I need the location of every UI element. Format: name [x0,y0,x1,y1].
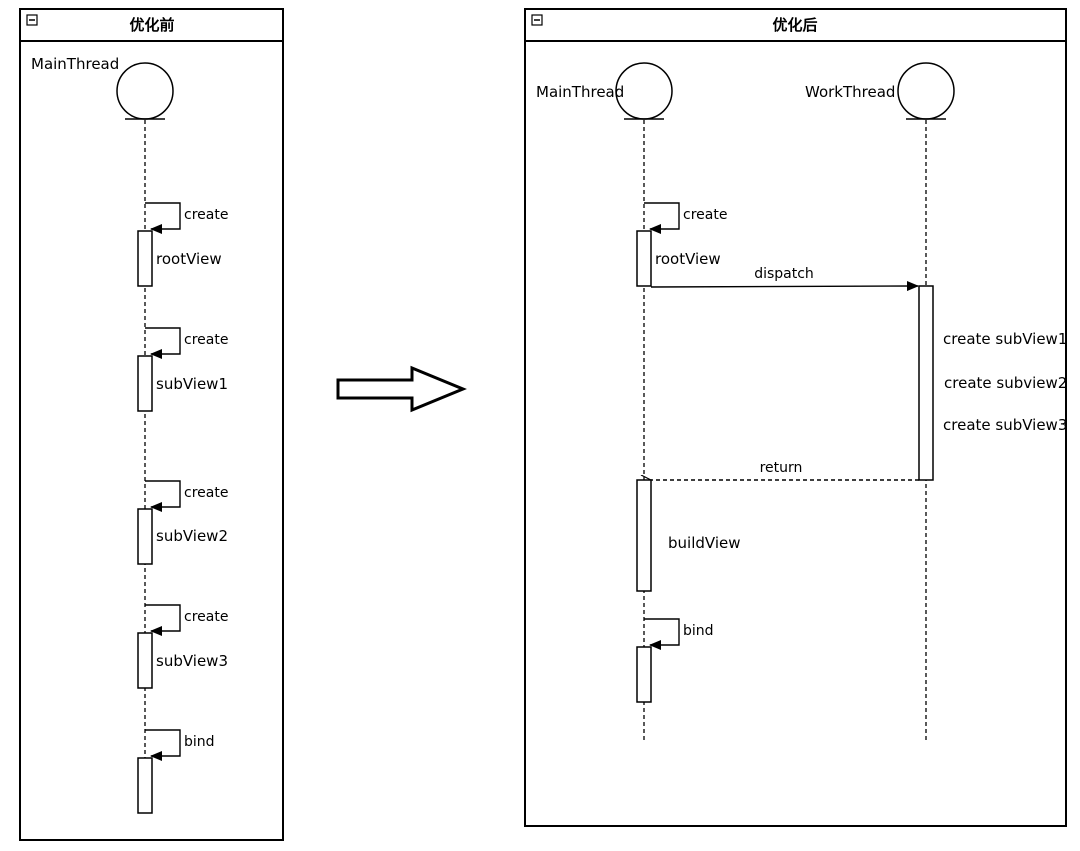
before-self-call-arrow [145,327,181,359]
before-activation-bar [137,508,153,565]
before-frame-border [19,8,284,841]
dispatch-label: dispatch [754,266,814,282]
before-activation-bar [137,355,153,412]
before-mainthread-circle-icon [116,62,174,120]
before-frame: 优化前 MainThread create rootView create su… [19,8,284,841]
workthread-activation-bar [918,285,934,481]
after-frame: 优化后 MainThread WorkThread create rootVie… [524,8,1067,827]
after-workthread-label: WorkThread [805,83,895,101]
after-workthread-circle-icon [897,62,955,120]
after-step-buildview: buildView [636,479,740,592]
bind-label: bind [683,623,714,639]
before-object-label: subView2 [156,527,228,545]
before-mainthread-label: MainThread [31,55,119,73]
after-workthread-activation: create subView1 create subview2 create s… [918,285,1067,481]
after-dispatch-message: dispatch [650,266,919,292]
before-object-label: subView3 [156,652,228,670]
before-step-subview2: create subView2 [137,480,228,565]
after-create-self-call-arrow [644,202,680,234]
before-step-bind: bind [137,729,215,814]
before-mainthread-lifeline: MainThread [31,55,174,812]
before-self-call-arrow [145,480,181,512]
after-step-rootview: create rootView [636,202,727,287]
after-rootview-label: rootView [655,250,721,268]
after-step-bind: bind [636,618,714,703]
before-message-label: bind [184,734,215,750]
before-message-label: create [184,332,228,348]
after-mainthread-lifeline: MainThread [536,62,673,740]
before-object-label: subView1 [156,375,228,393]
bind-self-call-arrow [644,618,680,650]
after-mainthread-label: MainThread [536,83,624,101]
before-step-rootview: create rootView [137,202,228,287]
return-label: return [760,460,803,476]
before-message-label: create [184,207,228,223]
buildview-activation-bar [636,479,652,592]
after-collapse-icon[interactable] [531,14,543,26]
before-self-call-arrow [145,604,181,636]
before-object-label: rootView [156,250,222,268]
before-activation-bar [137,757,153,814]
work-item-label: create subView1 [943,330,1067,348]
before-self-call-arrow [145,202,181,234]
dispatch-arrow [650,281,919,292]
after-frame-border [524,8,1067,827]
before-message-label: create [184,485,228,501]
after-create-label: create [683,207,727,223]
before-activation-bar [137,230,153,287]
transition-arrow-icon [336,365,467,413]
after-rootview-activation-bar [636,230,652,287]
after-frame-title: 优化后 [772,16,817,34]
after-mainthread-circle-icon [615,62,673,120]
before-activation-bar [137,632,153,689]
work-item-label: create subview2 [944,374,1067,392]
after-return-message: return [651,460,919,480]
before-step-subview3: create subView3 [137,604,228,689]
buildview-label: buildView [668,534,740,552]
before-collapse-icon[interactable] [26,14,38,26]
bind-activation-bar [636,646,652,703]
before-frame-title: 优化前 [129,16,174,34]
before-step-subview1: create subView1 [137,327,228,412]
before-message-label: create [184,609,228,625]
work-item-label: create subView3 [943,416,1067,434]
before-self-call-arrow [145,729,181,761]
